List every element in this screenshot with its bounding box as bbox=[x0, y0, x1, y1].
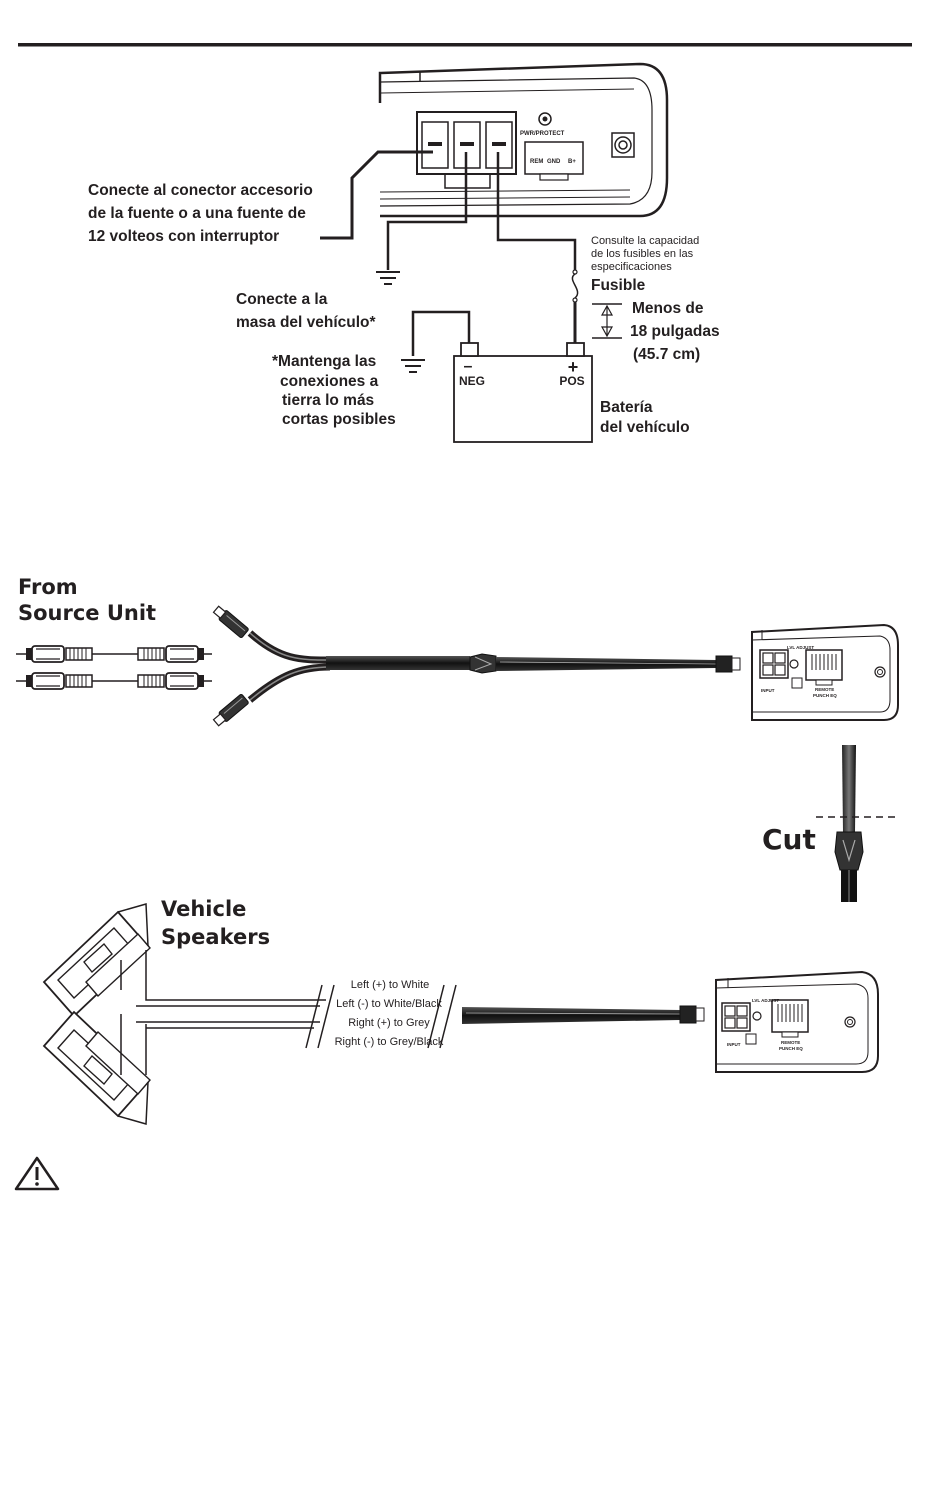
amplifier-input-end bbox=[751, 623, 899, 721]
negative-symbol: – bbox=[464, 358, 473, 375]
distance-label-line-2: 18 pulgadas bbox=[630, 323, 720, 340]
battery-pos-label: POS bbox=[559, 374, 584, 388]
bplus-wire bbox=[496, 152, 577, 270]
chassis-wire bbox=[411, 310, 471, 356]
ground-note-line-2: conexiones a bbox=[280, 373, 379, 390]
amp-remote-label-1: REMOTE bbox=[781, 1040, 800, 1045]
positive-symbol: + bbox=[568, 357, 579, 377]
pwr-protect-label: PWR/PROTECT bbox=[520, 131, 565, 137]
amp-lvl-adjust-label: LVL ADJUST bbox=[787, 645, 814, 650]
input-harness-icon bbox=[212, 605, 741, 727]
power-wiring bbox=[320, 150, 577, 356]
speakers-label-line-1: Vehicle bbox=[161, 897, 246, 921]
top-rule bbox=[18, 43, 912, 47]
warning-icon bbox=[14, 1156, 60, 1191]
speaker-icon bbox=[42, 903, 151, 1018]
source-label-line-1: From bbox=[18, 575, 78, 599]
amp-input-label: INPUT bbox=[727, 1042, 741, 1047]
ground-note-line-3: tierra lo más bbox=[282, 392, 374, 409]
speaker-wires bbox=[120, 950, 457, 1075]
fuse-note-line-3: especificaciones bbox=[591, 261, 672, 273]
rca-plug-icon bbox=[137, 672, 212, 690]
remote-wire bbox=[320, 150, 433, 240]
gnd-label: GND bbox=[547, 159, 561, 165]
remote-label-line-2: de la fuente o a una fuente de bbox=[88, 205, 306, 222]
ground-note-line-4: cortas posibles bbox=[282, 411, 396, 428]
speaker-icon bbox=[42, 1010, 151, 1125]
battery-icon bbox=[453, 342, 593, 443]
pwr-protect-led-icon bbox=[538, 112, 552, 126]
remote-label-line-1: Conecte al conector accesorio bbox=[88, 182, 313, 199]
amplifier-power-end: PWR/PROTECT REM GND B+ bbox=[378, 62, 669, 218]
cut-label: Cut bbox=[762, 823, 816, 856]
source-label-line-2: Source Unit bbox=[18, 601, 156, 625]
speakers-label-line-2: Speakers bbox=[161, 925, 270, 949]
fuse-icon bbox=[571, 269, 579, 303]
amplifier-output-end bbox=[715, 970, 879, 1073]
amp-remote-label-2: PUNCH EQ bbox=[813, 693, 837, 698]
rca-cable-right bbox=[16, 672, 212, 690]
amp-input-label: INPUT bbox=[761, 688, 775, 693]
ground-symbol-icon bbox=[401, 359, 425, 373]
fuse-note-line-1: Consulte la capacidad bbox=[591, 235, 699, 247]
battery-label-line-1: Batería bbox=[600, 399, 653, 416]
ground-wire bbox=[386, 152, 468, 270]
battery-label-line-2: del vehículo bbox=[600, 419, 690, 436]
wire-legend-line-2: Left (-) to White/Black bbox=[336, 998, 442, 1010]
rem-label: REM bbox=[530, 159, 543, 165]
fuse-note-line-2: de los fusibles en las bbox=[591, 248, 694, 260]
amp-lvl-adjust-label: LVL ADJUST bbox=[752, 998, 779, 1003]
amp-remote-label-2: PUNCH EQ bbox=[779, 1046, 803, 1051]
ground-note-line-1: *Mantenga las bbox=[272, 353, 376, 370]
wire-legend-line-3: Right (+) to Grey bbox=[348, 1017, 430, 1029]
wire-legend-line-4: Right (-) to Grey/Black bbox=[335, 1036, 444, 1048]
wire-legend-line-1: Left (+) to White bbox=[351, 979, 430, 991]
amp-remote-label-1: REMOTE bbox=[815, 687, 834, 692]
chassis-label-line-1: Conecte a la bbox=[236, 291, 328, 308]
rca-cable-left bbox=[16, 645, 212, 663]
rca-plug-icon bbox=[16, 645, 93, 663]
distance-indicator-icon bbox=[592, 303, 622, 339]
distance-label-line-1: Menos de bbox=[632, 300, 704, 317]
cut-detail-icon bbox=[816, 745, 895, 902]
fuse-label: Fusible bbox=[591, 277, 646, 294]
speaker-harness-icon bbox=[462, 1005, 705, 1024]
ground-symbol-icon bbox=[376, 271, 400, 285]
chassis-label-line-2: masa del vehículo* bbox=[236, 314, 377, 331]
remote-label-line-3: 12 volteos con interruptor bbox=[88, 228, 279, 245]
bplus-label: B+ bbox=[568, 159, 576, 165]
mounting-hole-icon bbox=[611, 132, 635, 158]
rca-plug-icon bbox=[16, 672, 93, 690]
remote-port bbox=[524, 141, 584, 175]
distance-label-line-3: (45.7 cm) bbox=[633, 346, 700, 363]
battery-neg-label: NEG bbox=[459, 374, 485, 388]
rca-plug-icon bbox=[137, 645, 212, 663]
